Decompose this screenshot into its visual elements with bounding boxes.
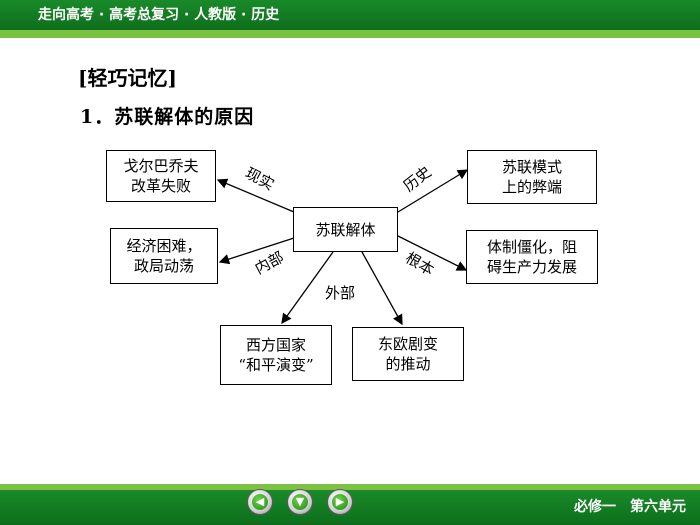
node-eastern-europe: 东欧剧变 的推动 [352,327,464,381]
center-node-label: 苏联解体 [315,220,376,239]
node-line: “和平演变” [238,356,314,374]
arrow-down-icon: ▼ [292,494,308,510]
node-soviet-model: 苏联模式 上的弊端 [467,150,597,204]
arrow-reality [216,178,295,213]
node-economic-difficulty: 经济困难， 政局动荡 [110,228,218,284]
arrow-right-icon: ▶ [332,494,348,510]
prev-button[interactable]: ◀ [247,489,273,515]
header-bar: 走向高考 · 高考总复习 · 人教版 · 历史 [0,0,700,30]
footer-label: 必修一 第六单元 [574,499,686,515]
node-peaceful-evolution: 西方国家 “和平演变” [220,325,332,385]
node-line: 西方国家 [245,336,306,354]
next-button[interactable]: ▶ [327,489,353,515]
node-line: 政局动荡 [133,257,194,275]
sub-title: 1．苏联解体的原因 [80,106,255,128]
node-line: 体制僵化，阻 [486,238,577,256]
node-line: 碍生产力发展 [486,258,577,276]
node-rigid-system: 体制僵化，阻 碍生产力发展 [466,230,598,284]
node-line: 戈尔巴乔夫 [123,157,199,175]
down-button[interactable]: ▼ [287,489,313,515]
arrow-left-icon: ◀ [252,494,268,510]
arrow-external-east [361,251,403,326]
header-stripe [0,30,700,38]
footer-stripe [0,484,700,490]
node-line: 的推动 [385,355,431,373]
node-gorbachev-reform: 戈尔巴乔夫 改革失败 [106,150,216,202]
edge-label-external: 外部 [325,284,356,302]
node-line: 东欧剧变 [377,335,438,353]
section-title: [轻巧记忆] [78,66,177,90]
node-line: 经济困难， [126,237,202,255]
arrow-external-west [281,251,334,325]
arrow-internal [218,237,295,265]
arrow-root [397,235,468,271]
node-line: 改革失败 [130,177,191,195]
header-title: 走向高考 · 高考总复习 · 人教版 · 历史 [38,7,280,23]
node-line: 苏联模式 [501,158,562,176]
arrow-history [397,169,469,213]
center-node: 苏联解体 [293,207,398,252]
node-line: 上的弊端 [501,178,562,196]
